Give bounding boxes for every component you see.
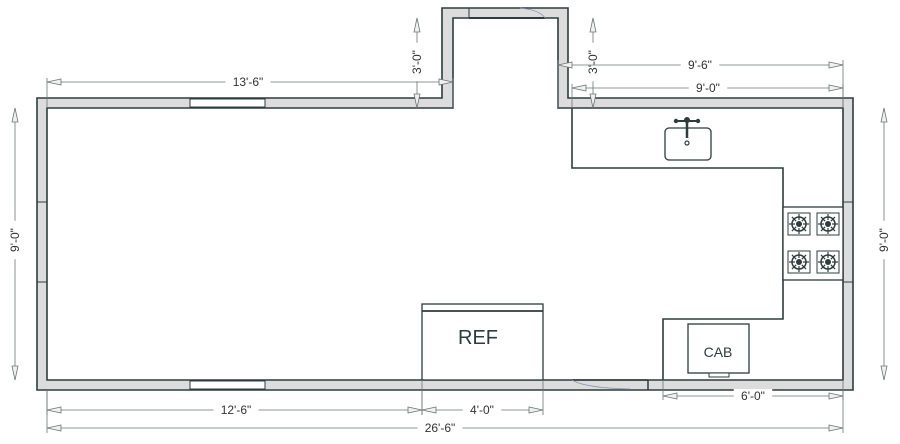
dim-bottom-left-label: 12'-6" <box>221 403 252 417</box>
door-alcove[interactable] <box>468 7 546 19</box>
dim-alcove-right-label: 3'-0" <box>586 50 600 74</box>
dim-overall-width-label: 26'-6" <box>425 421 456 435</box>
burner-icon <box>787 212 811 236</box>
dim-right-wall-label: 9'-0" <box>877 228 891 252</box>
cooktop-icon <box>782 206 844 281</box>
burner-icon <box>816 212 840 236</box>
dim-alcove-left-label: 3'-0" <box>410 50 424 74</box>
wall-window-marks <box>37 201 853 283</box>
burner-icon <box>787 250 811 274</box>
dim-right-wall: 9'-0" <box>877 107 891 381</box>
door-bottom[interactable] <box>571 379 649 390</box>
dim-ref-width-label: 4'-0" <box>470 403 494 417</box>
dim-top-left-wall-label: 13'-6" <box>233 75 264 89</box>
cab-label: CAB <box>704 344 733 360</box>
dim-alcove-left: 3'-0" <box>410 17 424 109</box>
cabinet[interactable]: CAB <box>687 323 750 378</box>
dimension-lines: 13'-6" 3'-0" 3'-0" 9'-6" 9'-0" 9'-0" 9'-0" 12'-… <box>8 17 891 435</box>
burner-icon <box>816 250 840 274</box>
dim-top-counter: 9'-0" <box>571 81 844 108</box>
refrigerator[interactable]: REF <box>421 303 544 381</box>
dim-overall-width: 26'-6" <box>46 390 844 435</box>
window-bottom <box>189 380 266 390</box>
dim-top-left-wall: 13'-6" <box>46 75 454 108</box>
dim-bottom-counter-label: 6'-0" <box>741 389 765 403</box>
dim-top-right-wall-label: 9'-6" <box>688 58 712 72</box>
ref-label: REF <box>458 327 498 349</box>
window-top <box>189 98 266 108</box>
dim-ref-width: 4'-0" <box>421 380 544 417</box>
dim-left-wall-label: 9'-0" <box>8 228 22 252</box>
dim-alcove-right: 3'-0" <box>586 17 600 109</box>
dim-top-counter-label: 9'-0" <box>696 81 720 95</box>
dim-bottom-left: 12'-6" <box>46 390 423 417</box>
dim-bottom-counter: 6'-0" <box>662 380 844 403</box>
sink-icon <box>664 117 712 161</box>
dim-left-wall: 9'-0" <box>8 107 22 381</box>
